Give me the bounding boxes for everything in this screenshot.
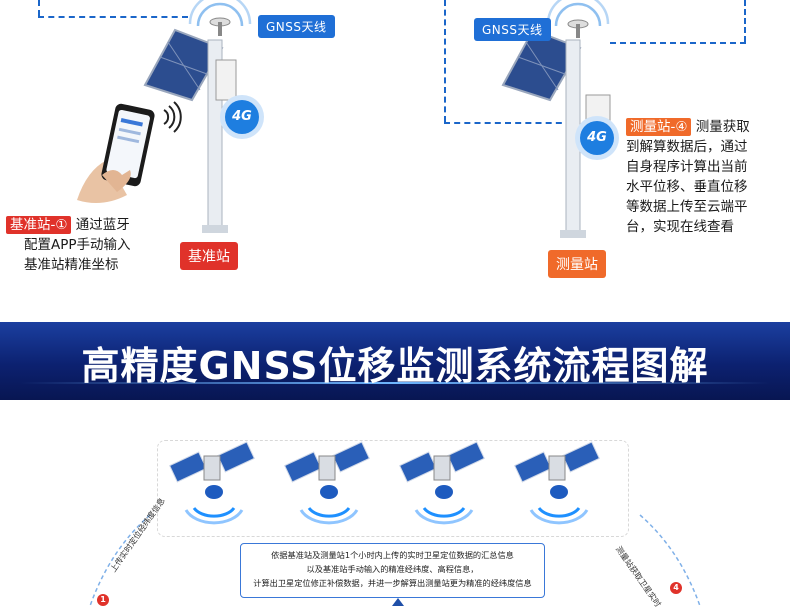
left-station-illustration <box>143 0 252 233</box>
right-connector-line-h <box>610 42 746 44</box>
step-4-marker: 4 <box>670 582 682 594</box>
left-step-tag: 基准站-① <box>6 216 72 234</box>
right-station-label: 测量站 <box>548 250 606 278</box>
satellite-icon-3 <box>399 441 485 525</box>
left-desc-line-2: 配置APP手动输入 <box>24 237 131 253</box>
left-desc-line-3: 基准站精准坐标 <box>24 257 119 273</box>
banner-glow-line <box>20 382 770 384</box>
right-desc-line-5: 等数据上传至云端平 <box>626 199 748 215</box>
info-line-2: 以及基准站手动输入的精准经纬度、高程信息， <box>306 564 479 574</box>
left-desc-line-1: 通过蓝牙 <box>75 217 130 233</box>
satellite-icon-1 <box>169 441 255 525</box>
right-antenna-label: GNSS天线 <box>474 18 551 41</box>
mid-connector-line <box>444 0 446 122</box>
right-4g-text: 4G <box>587 130 607 145</box>
info-line-3: 计算出卫星定位修正补偿数据，并进一步解算出测量站更为精准的经纬度信息 <box>253 578 532 588</box>
left-step-description: 基准站-① 通过蓝牙 配置APP手动输入 基准站精准坐标 <box>6 215 131 275</box>
right-desc-line-3: 自身程序计算出当前 <box>626 159 748 175</box>
right-step-tag: 测量站-④ <box>626 118 692 136</box>
calculation-info-box: 依据基准站及测量站1个小时内上传的实时卫星定位数据的汇总信息 以及基准站手动输入… <box>240 543 545 598</box>
right-desc-line-4: 水平位移、垂直位移 <box>626 179 748 195</box>
title-banner <box>0 322 790 400</box>
satellite-icon-4 <box>514 441 600 525</box>
flow-arrows <box>89 514 701 606</box>
satellite-panel <box>157 440 629 537</box>
right-desc-line-1: 测量获取 <box>695 119 750 135</box>
left-connector-line-h <box>38 16 188 18</box>
step-1-marker: 1 <box>97 594 109 606</box>
left-station-label: 基准站 <box>180 242 238 270</box>
left-4g-text: 4G <box>232 109 252 124</box>
right-station-illustration <box>501 0 611 238</box>
banner-title: 高精度GNSS位移监测系统流程图解 <box>81 344 709 388</box>
satellite-group <box>169 441 600 525</box>
mid-connector-line-h <box>444 122 572 124</box>
right-4g-badge: 4G <box>580 121 614 155</box>
right-connector-line <box>744 0 746 42</box>
right-desc-line-6: 台，实现在线查看 <box>626 219 734 235</box>
right-desc-line-2: 到解算数据后，通过 <box>626 139 748 155</box>
phone-in-hand-illustration <box>77 101 182 204</box>
left-antenna-label: GNSS天线 <box>258 15 335 38</box>
left-connector-line <box>38 0 40 16</box>
info-line-1: 依据基准站及测量站1个小时内上传的实时卫星定位数据的汇总信息 <box>271 550 514 560</box>
left-4g-badge: 4G <box>225 100 259 134</box>
satellite-icon-2 <box>284 441 370 525</box>
right-step-description: 测量站-④ 测量获取 到解算数据后，通过 自身程序计算出当前 水平位移、垂直位移… <box>626 117 750 237</box>
